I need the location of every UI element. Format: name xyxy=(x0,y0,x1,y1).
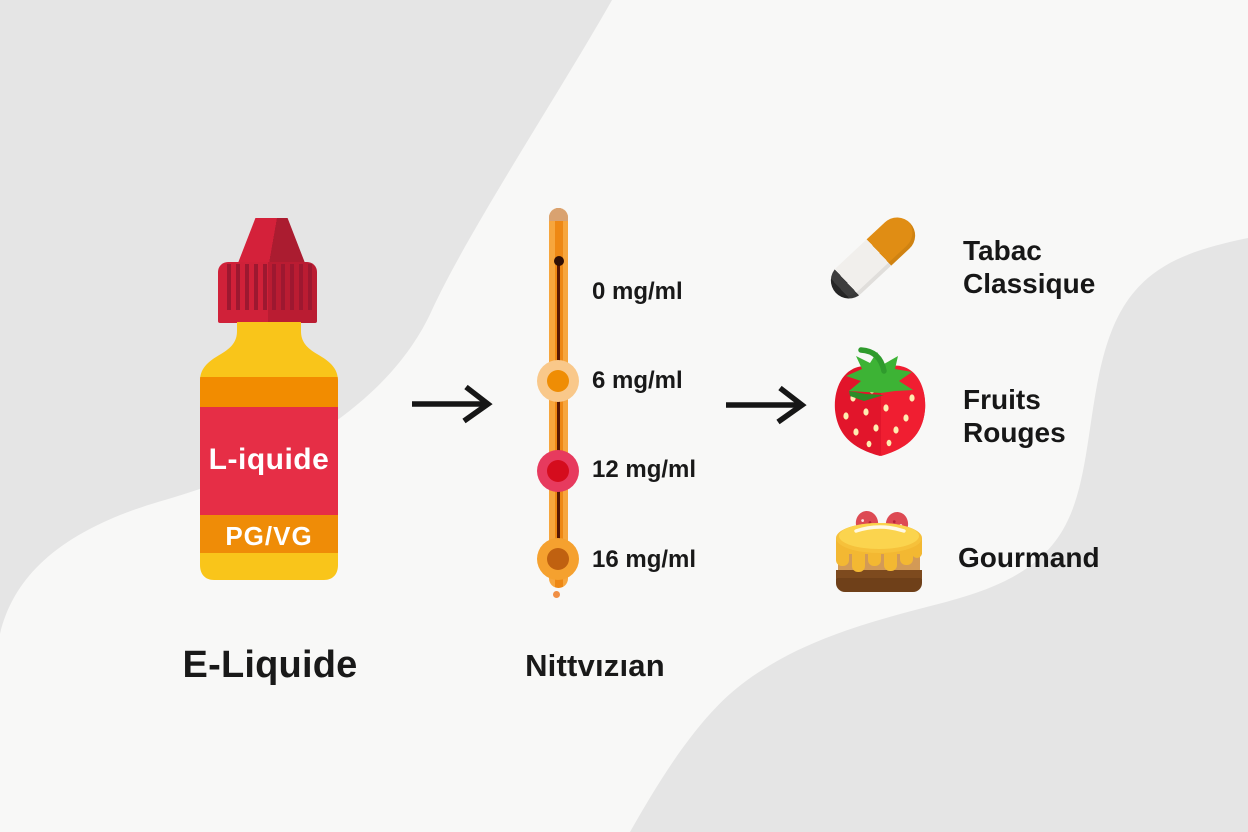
bottle-caption: E-Liquide xyxy=(182,644,358,686)
strawberry-icon xyxy=(834,347,926,456)
level-label-6mg: 6 mg/ml xyxy=(592,367,683,394)
bottle-sublabel-text: PG/VG xyxy=(225,521,313,551)
level-marker-16mg xyxy=(537,538,579,580)
flavor-label-gourmand: Gourmand xyxy=(958,541,1100,574)
flavor-label-line: Classique xyxy=(963,268,1096,299)
level-marker-12mg-core xyxy=(547,460,569,482)
level-label-16mg: 16 mg/ml xyxy=(592,546,697,573)
background-bottomright-wave xyxy=(630,238,1248,832)
level-label-12mg: 12 mg/ml xyxy=(592,456,697,483)
bottle-cap xyxy=(218,262,317,323)
bottle-cap-ribs xyxy=(222,264,313,310)
cake-icon xyxy=(836,511,922,592)
flavor-label-line: Fruits xyxy=(963,384,1041,415)
flavor-label-line: Tabac xyxy=(963,235,1042,266)
level-marker-6mg-core xyxy=(547,370,569,392)
level-marker-12mg xyxy=(537,450,579,492)
scale-caption: Nittvızıan xyxy=(525,648,665,683)
bottle-label-text: L-iquide xyxy=(208,443,330,476)
arrow-right-icon xyxy=(412,384,493,424)
nicotine-scale-needle xyxy=(557,261,560,572)
nicotine-scale-drip-dot xyxy=(553,591,560,598)
arrow-right-icon xyxy=(726,385,807,425)
level-marker-6mg xyxy=(537,360,579,402)
nicotine-scale-top-dot xyxy=(554,256,564,266)
level-label-0mg: 0 mg/ml xyxy=(592,278,683,305)
bottle-orange-band-bottom xyxy=(200,515,338,553)
flavor-label-tabac: Tabac Classique xyxy=(963,234,1095,300)
flavor-label-line: Gourmand xyxy=(958,542,1100,573)
flavor-label-line: Rouges xyxy=(963,417,1066,448)
bottle-body xyxy=(200,322,338,580)
level-marker-16mg-core xyxy=(547,548,569,570)
bottle-red-label-band xyxy=(200,407,338,515)
bottle-orange-band-top xyxy=(200,377,338,407)
nicotine-scale-rod-cap xyxy=(549,208,568,221)
flavor-label-fruits: Fruits Rouges xyxy=(963,383,1066,449)
